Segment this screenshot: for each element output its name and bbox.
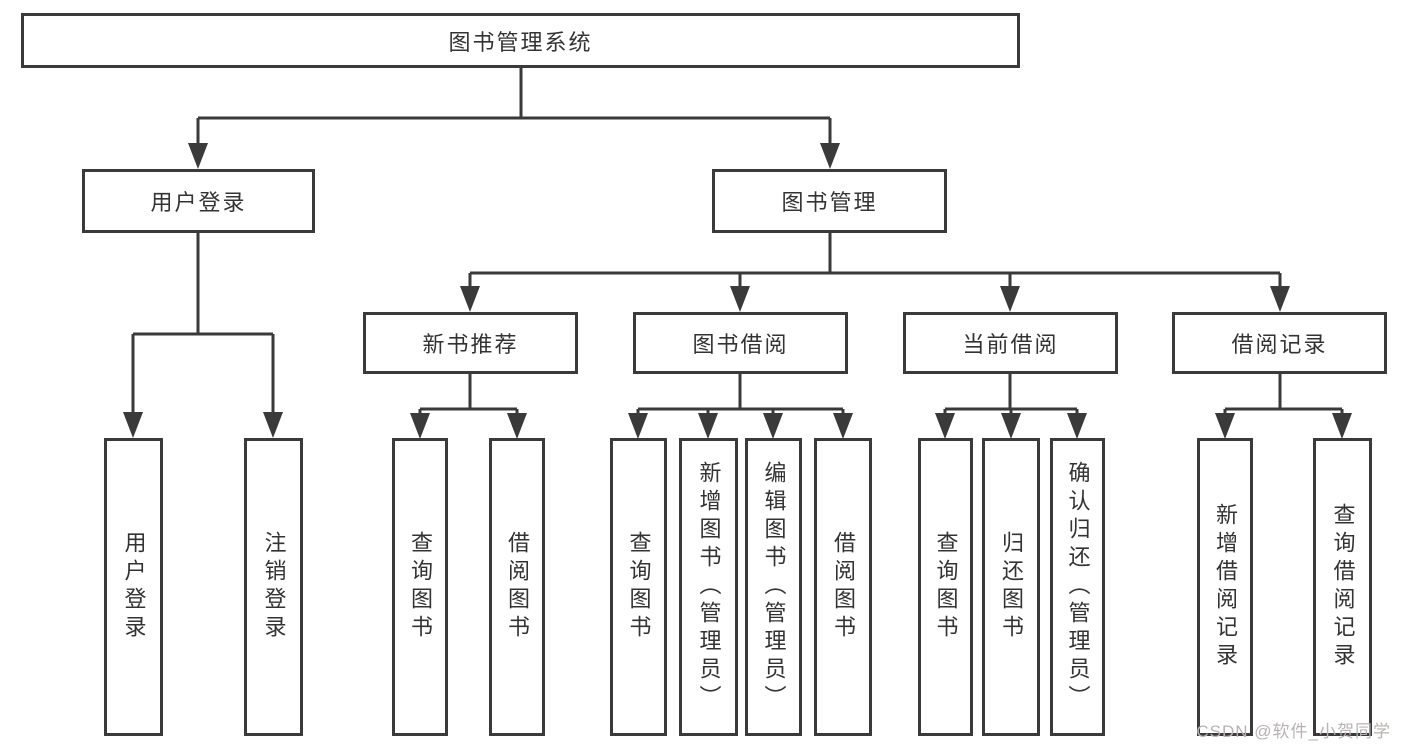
arrowhead-icon [123,412,143,438]
node-current-borrow: 当前借阅 [903,312,1118,374]
node-label-book-borrow: 图书借阅 [692,332,789,357]
node-label-leaf-query-book-3: 查询图书 [933,531,959,643]
arrowhead-icon [460,286,480,312]
node-leaf-add-borrow-record: 新增借阅记录 [1197,438,1253,736]
arrowhead-icon [507,413,527,439]
node-leaf-add-book: 新增图书（管理员） [679,438,738,736]
node-label-user-login: 用户登录 [150,190,247,215]
node-label-leaf-borrow-book-2: 借阅图书 [831,531,856,643]
node-label-borrow-records: 借阅记录 [1231,332,1328,357]
node-label-leaf-user-login: 用户登录 [121,531,147,643]
node-label-book-mgmt: 图书管理 [781,190,878,215]
node-label-leaf-return-book: 归还图书 [999,531,1024,643]
node-root: 图书管理系统 [21,13,1020,68]
node-leaf-query-book-2: 查询图书 [610,438,667,736]
arrowhead-icon [1001,413,1021,439]
connector-new-book-rec-children [410,374,527,439]
node-new-book-rec: 新书推荐 [363,312,578,374]
node-label-new-book-rec: 新书推荐 [422,332,519,357]
connector-user-login-children [123,233,283,438]
node-label-leaf-edit-book: 编辑图书（管理员） [761,461,787,713]
node-label-leaf-borrow-book-1: 借阅图书 [505,531,530,643]
node-label-leaf-query-book-1: 查询图书 [408,531,433,643]
arrowhead-icon [935,413,955,439]
node-label-leaf-confirm-return: 确认归还（管理员） [1065,461,1091,713]
arrowhead-icon [628,413,648,439]
csdn-watermark: CSDN @软件_小贺同学 [1196,722,1391,741]
arrowhead-icon [1000,286,1020,312]
arrowhead-icon [263,412,283,438]
node-leaf-query-book-3: 查询图书 [918,438,973,736]
node-label-leaf-query-book-2: 查询图书 [626,531,652,643]
connector-root-to-level2 [188,68,840,169]
arrowhead-icon [1067,413,1087,439]
node-leaf-logout: 注销登录 [244,438,303,736]
node-borrow-records: 借阅记录 [1172,312,1387,374]
arrowhead-icon [188,143,208,169]
node-leaf-user-login: 用户登录 [104,438,163,736]
arrowhead-icon [698,413,718,439]
connector-borrow-records-children [1215,374,1352,439]
node-leaf-confirm-return: 确认归还（管理员） [1050,438,1105,736]
node-label-current-borrow: 当前借阅 [962,332,1059,357]
arrowhead-icon [763,413,783,439]
arrowhead-icon [1332,413,1352,439]
connector-book-mgmt-to-level3 [460,233,1290,312]
node-label-leaf-add-book: 新增图书（管理员） [696,461,722,713]
arrowhead-icon [1270,286,1290,312]
arrowhead-icon [410,413,430,439]
node-leaf-borrow-book-2: 借阅图书 [814,438,872,736]
node-leaf-edit-book: 编辑图书（管理员） [745,438,802,736]
connector-book-borrow-children [628,374,853,439]
node-book-borrow: 图书借阅 [633,312,848,374]
arrowhead-icon [730,286,750,312]
node-user-login: 用户登录 [82,169,315,233]
arrowhead-icon [1215,413,1235,439]
arrowhead-icon [820,143,840,169]
node-leaf-borrow-book-1: 借阅图书 [489,438,545,736]
node-book-mgmt: 图书管理 [712,169,947,233]
connector-current-borrow-children [935,374,1087,439]
node-leaf-query-book-1: 查询图书 [392,438,448,736]
node-label-leaf-query-borrow-record: 查询借阅记录 [1330,503,1356,671]
node-label-leaf-add-borrow-record: 新增借阅记录 [1213,503,1238,671]
node-label-leaf-logout: 注销登录 [261,531,287,643]
node-leaf-query-borrow-record: 查询借阅记录 [1313,438,1372,736]
node-label-root: 图书管理系统 [448,29,593,55]
node-leaf-return-book: 归还图书 [982,438,1040,736]
arrowhead-icon [833,413,853,439]
